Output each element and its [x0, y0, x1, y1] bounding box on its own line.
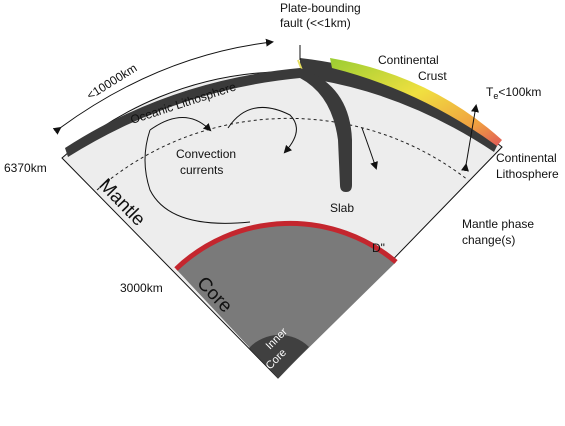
d-double-prime-layer	[174, 220, 398, 271]
phase-change-boundary	[96, 117, 469, 191]
label-phase-change-1: Mantle phase	[462, 217, 534, 231]
label-convection-1: Convection	[176, 147, 236, 161]
label-convection-2: currents	[180, 163, 223, 177]
continental-crust	[330, 58, 502, 146]
label-width: <10000km	[84, 61, 139, 103]
outer-core	[176, 223, 396, 378]
width-arrow	[52, 38, 274, 135]
label-radius-core: 3000km	[120, 281, 163, 295]
label-fault-line1: Plate-bounding	[280, 1, 361, 15]
label-continental-crust-2: Crust	[418, 69, 447, 83]
label-slab: Slab	[330, 201, 354, 215]
continental-lithosphere-band	[300, 58, 500, 152]
oceanic-lithosphere	[65, 68, 300, 157]
label-fault-line2: fault (<<1km)	[280, 16, 351, 30]
te-thickness-arrow	[461, 104, 479, 172]
label-phase-change-2: change(s)	[462, 233, 515, 247]
inner-core	[249, 334, 309, 378]
label-continental-lithosphere-2: Lithosphere	[496, 167, 559, 181]
convection-arrow-4	[361, 127, 378, 170]
subducting-slab	[300, 68, 352, 192]
label-radius-surface: 6370km	[4, 161, 47, 175]
convection-arrow-3	[144, 129, 251, 224]
label-d-double-prime: D"	[372, 241, 385, 255]
label-continental-lithosphere-1: Continental	[496, 151, 557, 165]
label-te: Te<100km	[486, 85, 541, 101]
label-continental-crust-1: Continental	[378, 53, 439, 67]
